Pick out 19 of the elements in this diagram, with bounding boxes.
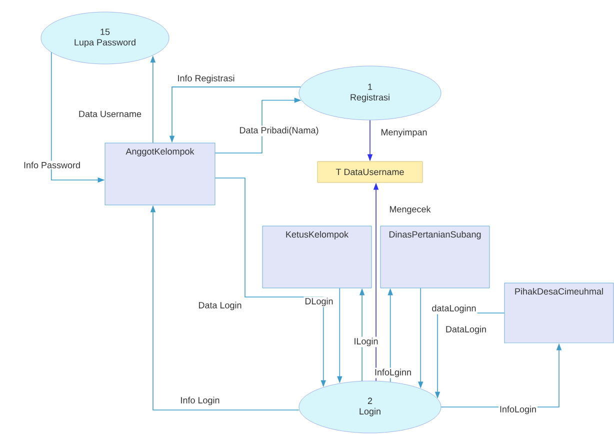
edge-label: Mengecek (388, 204, 432, 216)
data-store: T DataUsername (317, 161, 423, 183)
edge-label: DataLogin (444, 324, 488, 336)
edge-label: Data Login (197, 300, 243, 312)
edge-label: InfoLogin (498, 404, 538, 416)
entity-box: KetusKelompok (262, 226, 372, 288)
edge-label: InfoLginn (373, 368, 413, 378)
edge-label: Data Username (78, 110, 143, 118)
edge-label: Menyimpan (380, 128, 428, 138)
edge-label: Info Login (179, 396, 221, 406)
edge-label: DLogin (304, 296, 334, 308)
entity-box: PihakDesaCimeuhmal (504, 282, 614, 344)
edge-label: Info Password (22, 160, 82, 170)
edge-label: ILogin (352, 336, 380, 348)
edge-label: Data Pribadi(Nama) (238, 126, 320, 136)
entity-box: DinasPertanianSubang (380, 226, 490, 288)
edge-label: Info Registrasi (176, 74, 236, 84)
entity-box: AnggotKelompok (104, 142, 216, 206)
edge-label: dataLoginn (430, 304, 478, 314)
